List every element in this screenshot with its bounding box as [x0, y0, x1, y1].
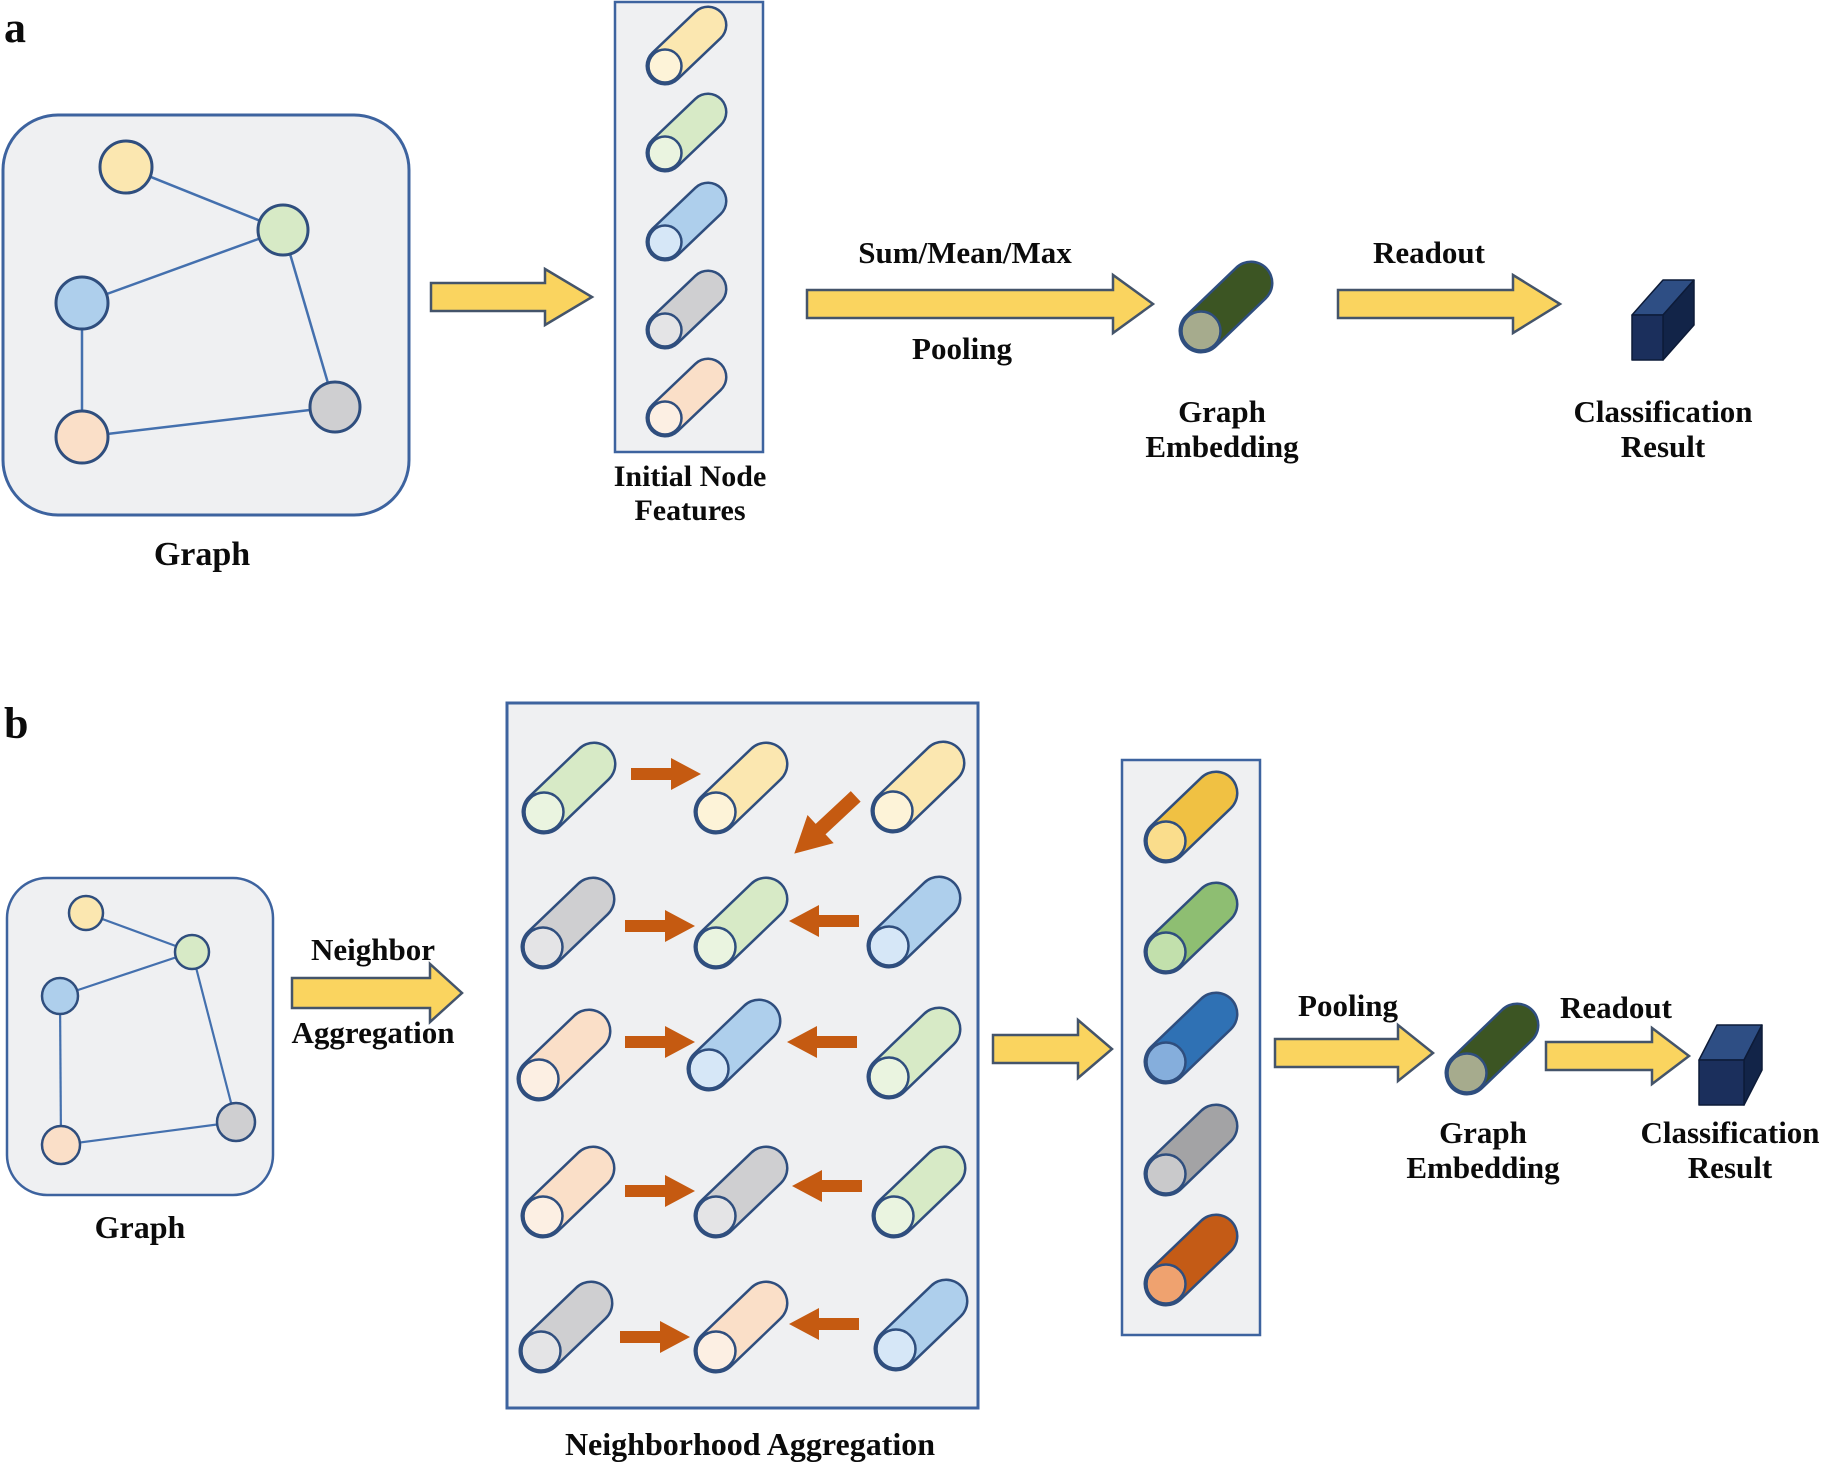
node-yellow: [67, 894, 105, 932]
panel-b-result-cube: [1698, 1024, 1763, 1106]
edge-peach-gray: [60, 1120, 237, 1147]
panel-a-section-label: a: [4, 3, 26, 52]
panel-b-pooling-label: Pooling: [1298, 988, 1398, 1023]
edge-green-gray: [281, 229, 337, 408]
panel-a-readout-arrow: [1336, 272, 1563, 336]
edge-green-gray: [190, 951, 238, 1123]
panel-a-result-cube: [1631, 279, 1695, 361]
panel-b-result-label: Classification Result: [1640, 1115, 1820, 1185]
panel-a-embedding-label: Graph Embedding: [1145, 394, 1299, 464]
cube-front-face: [1698, 1059, 1745, 1106]
panel-b-graph-nodes: [40, 894, 257, 1166]
panel-a-graph-to-features-arrow: [429, 266, 595, 328]
panel-b-graph-edges: [58, 911, 238, 1147]
node-blue: [54, 275, 110, 331]
panel-a-readout-label: Readout: [1373, 235, 1485, 270]
panel-b-neighbor-arrow-bottom-label: Aggregation: [291, 1015, 455, 1050]
node-peach: [54, 409, 110, 465]
node-green: [173, 933, 211, 971]
panel-a-graph-nodes: [54, 139, 362, 465]
panel-a-features-label: Initial Node Features: [613, 460, 767, 527]
node-gray: [308, 380, 362, 434]
panel-b-readout-arrow: [1544, 1025, 1692, 1087]
panel-b-pooling-arrow: [1273, 1022, 1436, 1084]
edge-blue-green: [81, 228, 284, 305]
node-peach: [40, 1124, 82, 1166]
cube-front-face: [1631, 314, 1664, 361]
panel-b-neighbor-arrow-top-label: Neighbor: [311, 932, 435, 967]
edge-blue-green: [59, 950, 193, 998]
edge-yellow-green: [85, 911, 193, 954]
node-gray: [215, 1101, 257, 1143]
panel-b-aggregation-box-label: Neighborhood Aggregation: [564, 1426, 936, 1462]
panel-a-embedding-cylinder: [1182, 283, 1252, 351]
panel-a-result-label: Classification Result: [1573, 394, 1753, 464]
panel-b-neighbor-aggregation-arrow: [290, 961, 464, 1025]
node-yellow: [98, 139, 154, 195]
panel-b-box-to-features-arrow: [991, 1017, 1114, 1081]
panel-a-pooling-arrow-top-label: Sum/Mean/Max: [858, 235, 1072, 270]
edge-peach-gray: [81, 405, 336, 439]
node-blue: [40, 976, 80, 1016]
panel-b-embedding-label: Graph Embedding: [1406, 1115, 1560, 1185]
panel-b-embedding-cylinder: [1448, 1025, 1518, 1093]
edge-yellow-green: [125, 165, 284, 232]
panel-b-graph-label: Graph: [94, 1209, 186, 1245]
panel-b-section-label: b: [4, 699, 29, 748]
panel-a-graph-box: [1, 113, 411, 517]
panel-a-pooling-arrow-bottom-label: Pooling: [912, 331, 1012, 366]
edge-blue-peach: [58, 995, 63, 1146]
panel-a-pooling-arrow: [805, 272, 1156, 336]
panel-a-graph-label: Graph: [153, 536, 251, 573]
panel-b-readout-label: Readout: [1560, 990, 1672, 1025]
node-green: [256, 203, 310, 257]
